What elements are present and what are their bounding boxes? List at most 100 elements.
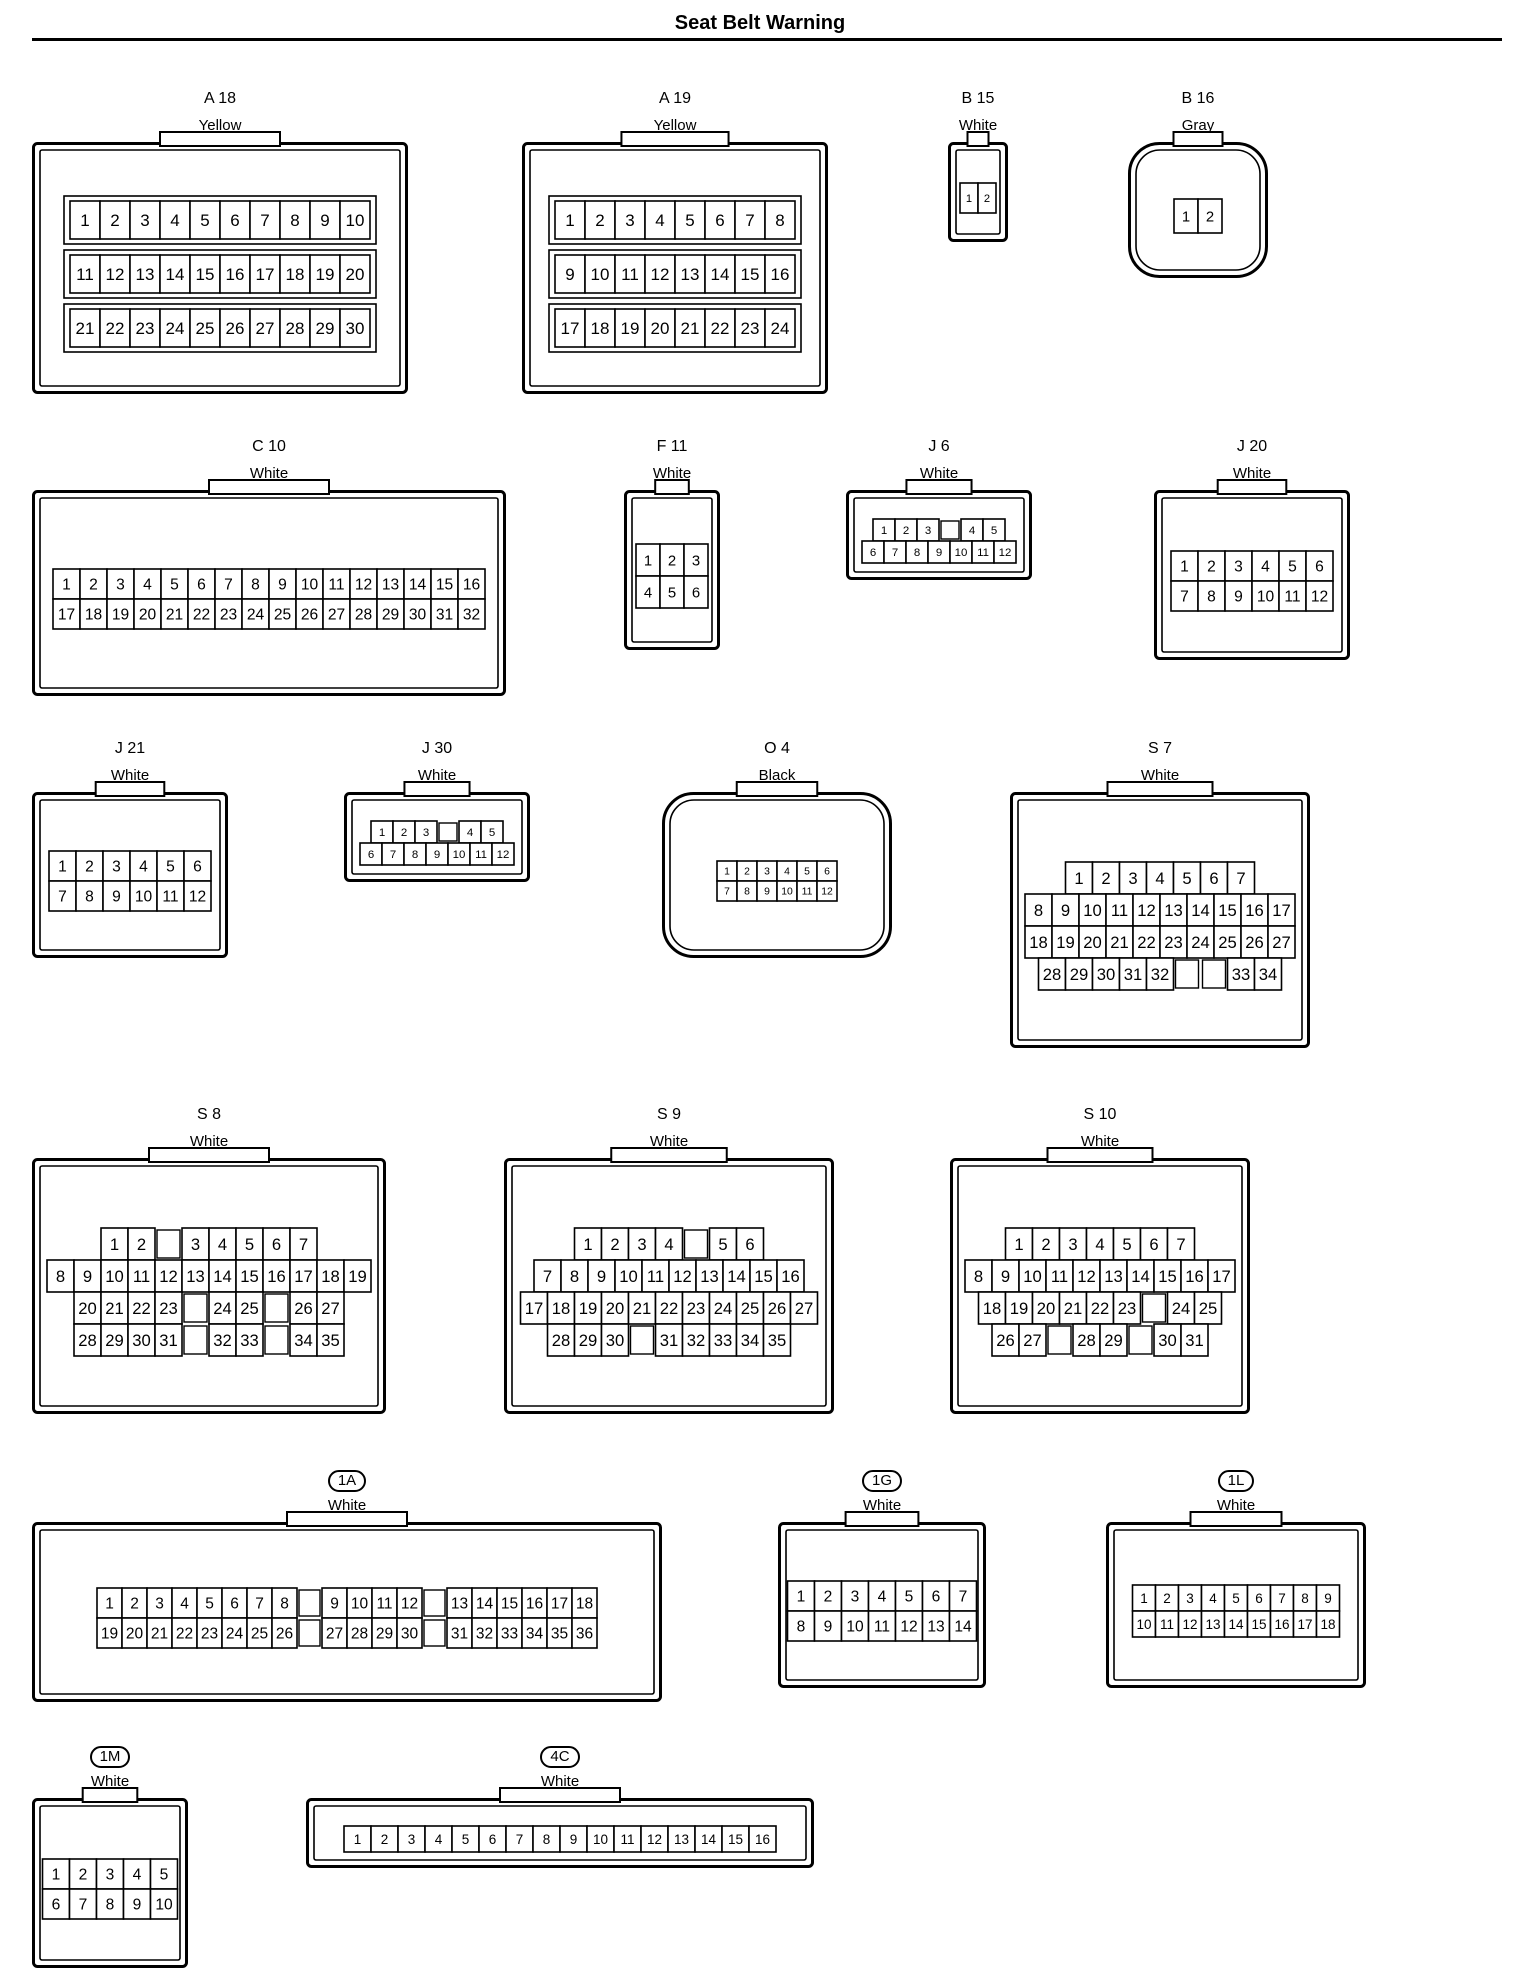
pin-number: 12 — [821, 887, 833, 898]
pin-cell — [1099, 1259, 1128, 1293]
latch-tab — [735, 781, 819, 797]
pin-cell — [171, 1617, 198, 1649]
pin-number: 6 — [1255, 1591, 1263, 1606]
pin-cell — [1180, 1323, 1209, 1357]
pin-cell — [546, 1291, 576, 1325]
pin-cell — [546, 1587, 573, 1619]
pin-number: 33 — [501, 1626, 518, 1643]
pin-number: 11 — [1160, 1617, 1174, 1632]
pin-number: 9 — [764, 887, 770, 898]
pin-number: 3 — [851, 1589, 860, 1606]
connector-id: 4C — [306, 1746, 814, 1768]
blank-cavity — [423, 1619, 446, 1647]
connector-color: White — [1232, 465, 1272, 482]
housing-inner — [785, 1529, 979, 1681]
blank-cavity — [438, 822, 458, 842]
pin-number: 18 — [1320, 1617, 1335, 1632]
pin-cell — [339, 200, 371, 240]
pin-number: 27 — [321, 1299, 340, 1318]
connector-color: White — [110, 767, 150, 784]
pin-number: 5 — [160, 1867, 169, 1884]
housing-inner — [1017, 799, 1303, 1041]
pin-number: 9 — [1324, 1591, 1332, 1606]
pin-number: 12 — [1182, 1617, 1197, 1632]
pin-cell — [1018, 1323, 1047, 1357]
pin-number: 3 — [155, 1596, 164, 1613]
connector-id: S 8 — [196, 1106, 221, 1123]
pin-number: 19 — [316, 265, 335, 284]
pin-number: 32 — [687, 1331, 706, 1350]
pin-cell — [371, 1617, 398, 1649]
pin-number: 1 — [58, 859, 67, 876]
pin-number: 14 — [476, 1596, 494, 1613]
pin-cell — [1037, 957, 1067, 991]
pin-number: 13 — [674, 1832, 689, 1847]
pin-cell — [546, 1323, 576, 1357]
pin-number: 23 — [159, 1299, 178, 1318]
connector-id: J 21 — [114, 740, 146, 757]
connector-color: White — [540, 1773, 580, 1790]
pin-number: 22 — [711, 319, 730, 338]
pin-number: 27 — [326, 1626, 343, 1643]
pin-number: 22 — [1091, 1299, 1110, 1318]
pin-cell — [644, 254, 676, 294]
pin-number: 32 — [463, 607, 480, 624]
pin-number: 9 — [1061, 901, 1070, 920]
pin-number: 11 — [1111, 901, 1128, 920]
pin-number: 8 — [570, 1267, 579, 1286]
pin-number: 34 — [526, 1626, 544, 1643]
pin-number: 8 — [914, 547, 920, 559]
pin-cell — [343, 1259, 372, 1293]
pin-number: 24 — [1191, 933, 1210, 952]
pin-number: 10 — [155, 1897, 173, 1914]
pin-number: 1 — [644, 553, 652, 569]
pin-number: 2 — [1041, 1235, 1050, 1254]
pin-number: 7 — [255, 1596, 264, 1613]
pin-cell — [183, 880, 212, 912]
pin-number: 33 — [240, 1331, 259, 1350]
pin-cell — [376, 598, 405, 630]
pin-cell — [271, 1617, 298, 1649]
pin-cell — [948, 1610, 978, 1642]
pin-number: 1 — [1182, 209, 1190, 225]
pin-number: 25 — [251, 1626, 268, 1643]
pin-number: 3 — [1234, 559, 1243, 576]
pin-number: 26 — [226, 319, 245, 338]
blank-cavity — [1174, 959, 1200, 989]
pin-number: 8 — [412, 849, 418, 861]
pin-cell — [316, 1323, 345, 1357]
pin-number: 12 — [497, 849, 510, 861]
pin-cell — [249, 254, 281, 294]
pin-cell — [154, 1323, 183, 1357]
pin-number: 19 — [348, 1267, 367, 1286]
pin-cell — [129, 308, 161, 348]
pin-number: 24 — [166, 319, 185, 338]
pin-number: 11 — [620, 1832, 634, 1847]
connector-color: White — [649, 1133, 689, 1150]
pin-cell — [102, 880, 131, 912]
pin-number: 29 — [376, 1626, 393, 1643]
pin-number: 13 — [186, 1267, 205, 1286]
pin-number: 35 — [551, 1626, 568, 1643]
pin-cell — [48, 880, 77, 912]
pin-cell — [106, 598, 135, 630]
pin-number: 12 — [1311, 589, 1328, 606]
pin-cell — [1153, 1323, 1182, 1357]
pin-number: 5 — [1232, 1591, 1240, 1606]
latch-tab — [81, 1787, 139, 1803]
pin-number: 17 — [1297, 1617, 1312, 1632]
pin-cell — [268, 568, 297, 600]
pin-number: 7 — [959, 1589, 968, 1606]
latch-tab — [1189, 1511, 1283, 1527]
pin-number: 18 — [552, 1299, 571, 1318]
pin-cell — [129, 880, 158, 912]
pin-number: 1 — [583, 1235, 592, 1254]
pin-number: 10 — [351, 1596, 369, 1613]
pin-cell — [840, 1580, 870, 1612]
pin-number: 14 — [409, 577, 427, 594]
